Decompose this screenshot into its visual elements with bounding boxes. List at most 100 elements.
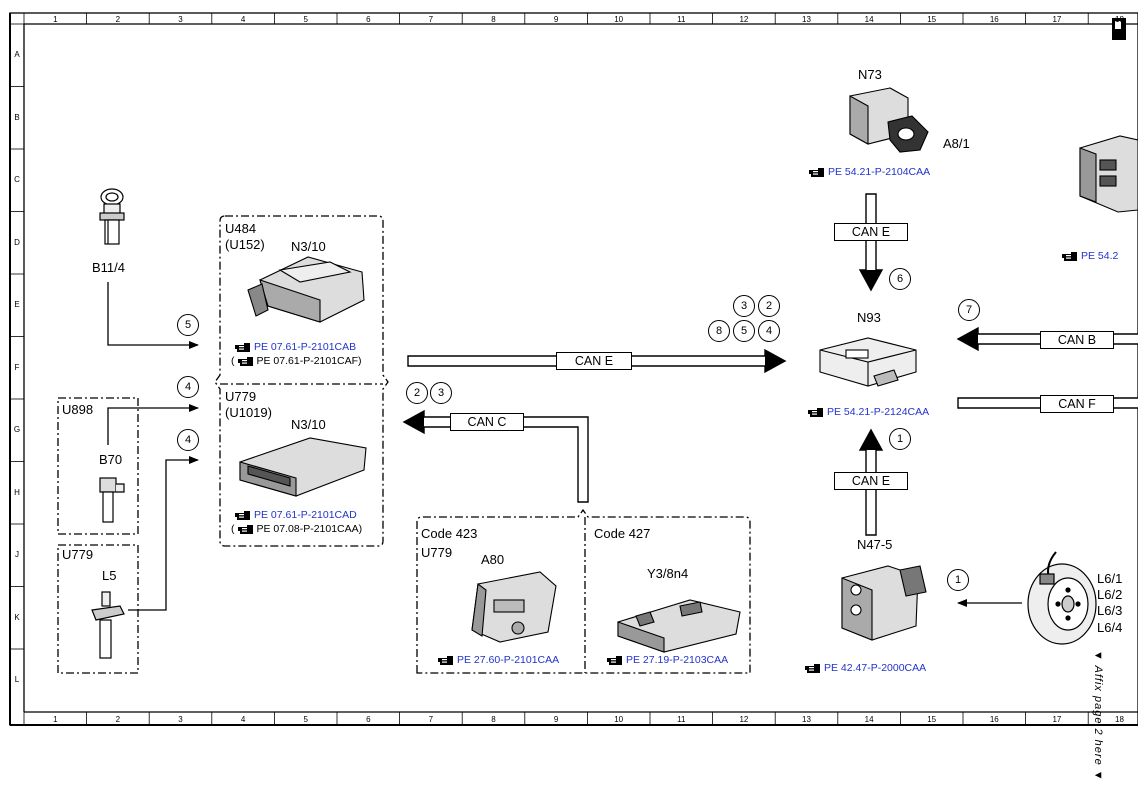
can-f-label: CAN F (1040, 395, 1114, 413)
grid-row-label: K (14, 612, 20, 622)
n3-10-bottom-label: N3/10 (291, 417, 326, 432)
grid-column-label: 2 (115, 715, 121, 724)
n93-module-image (819, 337, 917, 387)
affix-page-note: ▼ Affix page 2 here ▼ (1092, 650, 1104, 782)
b11-4-label: B11/4 (92, 260, 126, 275)
grid-ticks (10, 13, 1089, 725)
a8-1-label: A8/1 (943, 136, 970, 151)
badge-can-b-7: 7 (958, 299, 980, 321)
grid-row-label: L (14, 675, 20, 685)
badge-l5-to-n3: 4 (177, 429, 199, 451)
badge-can-c-2: 2 (406, 382, 428, 404)
grid-row-label: F (14, 362, 20, 372)
grid-column-label: 1 (53, 15, 58, 24)
grid-row-label: B (14, 112, 20, 122)
corner-marker-icon (1112, 18, 1126, 40)
grid-column-label: 3 (178, 15, 183, 24)
can-c-label: CAN C (450, 413, 524, 431)
y3-8n4-label: Y3/8n4 (647, 566, 689, 581)
grid-column-label: 11 (677, 15, 686, 24)
l6-wheel-sensor-image (1027, 551, 1097, 645)
u484-label: U484 (225, 221, 257, 236)
n3-10-group-box (214, 215, 389, 547)
l5-wire (128, 456, 199, 611)
badge-b11-to-n3: 5 (177, 314, 199, 336)
grid-column-label: 1 (53, 715, 58, 724)
grid-column-label: 9 (553, 15, 559, 24)
ref-link-y3[interactable]: PE 27.19-P-2103CAA (607, 654, 728, 666)
l6-4-label: L6/4 (1097, 620, 1123, 635)
b70-wire (107, 404, 199, 445)
right-edge-connector-image (1079, 135, 1138, 213)
grid-column-label: 14 (864, 715, 874, 724)
grid-column-label: 12 (739, 15, 749, 24)
badge-l6-1: 1 (947, 569, 969, 591)
n93-label: N93 (857, 310, 881, 325)
can-e-bottom-label: CAN E (834, 472, 908, 490)
l5-sensor-image (91, 591, 125, 659)
pointing-hand-icon (237, 356, 254, 366)
grid-column-label: 6 (366, 715, 371, 724)
u779-l5-group-box (57, 544, 139, 674)
grid-column-label: 13 (802, 715, 811, 724)
badge-n73-6: 6 (889, 268, 911, 290)
grid-column-label: 14 (864, 15, 874, 24)
pointing-hand-icon (808, 407, 824, 417)
badge-n47-1: 1 (889, 428, 911, 450)
ref-link-n3-caa[interactable]: (PE 07.08-P-2101CAA) (231, 523, 363, 535)
can-e-n73-bus (858, 193, 884, 292)
grid-column-label: 10 (614, 15, 624, 24)
grid-column-label: 17 (1052, 15, 1062, 24)
l6-2-label: L6/2 (1097, 587, 1123, 602)
pointing-hand-icon (235, 510, 251, 520)
l5-label: L5 (102, 568, 117, 583)
grid-column-label: 11 (677, 715, 686, 724)
grid-row-label: C (14, 175, 20, 185)
ref-link-right-edge[interactable]: PE 54.2 (1062, 250, 1118, 262)
grid-column-label: 2 (115, 15, 121, 24)
grid-column-label: 17 (1052, 715, 1062, 724)
n3-10-top-label: N3/10 (291, 239, 326, 254)
n73-label: N73 (858, 67, 882, 82)
grid-column-label: 5 (303, 15, 308, 24)
code-427-label: Code 427 (594, 526, 651, 541)
code-group-box (416, 508, 751, 674)
ref-link-n3-caf[interactable]: (PE 07.61-P-2101CAF) (231, 355, 362, 367)
grid-column-label: 15 (927, 15, 937, 24)
u779-upper-label: U779 (225, 389, 257, 404)
ref-link-n3-cab[interactable]: PE 07.61-P-2101CAB (235, 341, 356, 353)
can-e-mid-label: CAN E (834, 223, 908, 241)
ref-link-n73[interactable]: PE 54.21-P-2104CAA (809, 166, 930, 178)
badge-can-e-8: 8 (708, 320, 730, 342)
n3-10-top-module-image (247, 256, 365, 323)
grid-frame (9, 12, 1138, 726)
ref-link-a80[interactable]: PE 27.60-P-2101CAA (438, 654, 559, 666)
grid-column-label: 8 (491, 15, 496, 24)
u779-left-label: U779 (62, 547, 94, 562)
grid-column-label: 3 (178, 715, 183, 724)
pointing-hand-icon (1062, 251, 1078, 261)
ref-link-n47[interactable]: PE 42.47-P-2000CAA (805, 662, 926, 674)
grid-column-label: 6 (366, 15, 371, 24)
a80-label: A80 (481, 552, 505, 567)
u152-label: (U152) (225, 237, 265, 252)
b11-4-wire (107, 282, 199, 349)
grid-row-label: E (14, 300, 20, 310)
grid-column-label: 16 (989, 15, 999, 24)
grid-column-label: 7 (428, 15, 434, 24)
ref-link-n3-cad[interactable]: PE 07.61-P-2101CAD (235, 509, 357, 521)
n47-5-module-image (841, 565, 927, 641)
grid-column-label: 9 (553, 715, 559, 724)
n47-5-label: N47-5 (857, 537, 893, 552)
grid-column-label: 18 (1115, 715, 1124, 724)
grid-column-label: 4 (240, 715, 246, 724)
b11-4-sensor-image (99, 188, 125, 245)
badge-can-e-5: 5 (733, 320, 755, 342)
grid-column-label: 12 (739, 715, 749, 724)
grid-column-label: 13 (802, 15, 811, 24)
b70-label: B70 (99, 452, 123, 467)
ref-link-n93[interactable]: PE 54.21-P-2124CAA (808, 406, 929, 418)
grid-column-label: 4 (240, 15, 246, 24)
grid-row-label: A (14, 50, 20, 60)
